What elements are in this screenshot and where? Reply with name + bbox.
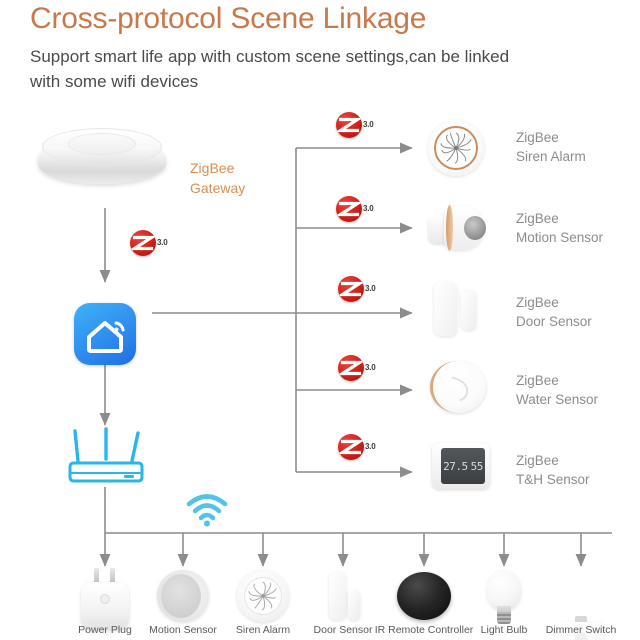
device-label-light-bulb: Light Bulb bbox=[480, 624, 528, 636]
device-label-motion-sensor: Motion Sensor bbox=[149, 624, 217, 636]
zigbee-protocol-badge: 3.0 bbox=[336, 196, 380, 222]
zigbee-version-label: 3.0 bbox=[365, 284, 376, 293]
page-subtitle: Support smart life app with custom scene… bbox=[30, 47, 510, 91]
th-temperature-value: 27.5 bbox=[443, 459, 468, 473]
zigbee-protocol-badge: 3.0 bbox=[130, 230, 174, 256]
zigbee-version-label: 3.0 bbox=[363, 120, 374, 129]
zigbee-version-label: 3.0 bbox=[363, 204, 374, 213]
page-title: Cross-protocol Scene Linkage bbox=[30, 2, 427, 35]
th-sensor-display: 27.5 55 bbox=[441, 448, 485, 484]
motion-sensor-icon bbox=[428, 202, 488, 256]
power-plug-icon bbox=[81, 568, 129, 630]
th-humidity-value: 55 bbox=[470, 459, 484, 473]
device-label-line1: ZigBee bbox=[516, 295, 559, 310]
device-label-line1: ZigBee bbox=[516, 211, 559, 226]
wifi-router-icon bbox=[62, 425, 150, 487]
water-sensor-icon bbox=[430, 361, 486, 413]
zigbee-version-label: 3.0 bbox=[157, 238, 168, 247]
device-label-motion-sensor: ZigBee Motion Sensor bbox=[516, 209, 603, 247]
zigbee-protocol-badge: 3.0 bbox=[338, 355, 382, 381]
device-label-line2: Motion Sensor bbox=[516, 230, 604, 245]
device-label-siren-alarm: ZigBee Siren Alarm bbox=[516, 128, 586, 166]
device-label-th-sensor: ZigBee T&H Sensor bbox=[516, 451, 590, 489]
zigbee-protocol-badge: 3.0 bbox=[338, 434, 382, 460]
door-sensor-icon bbox=[325, 572, 365, 622]
device-label-door-sensor: ZigBee Door Sensor bbox=[516, 293, 592, 331]
zigbee-logo-icon bbox=[338, 355, 364, 381]
ir-remote-icon bbox=[397, 572, 451, 620]
zigbee-protocol-badge: 3.0 bbox=[338, 276, 382, 302]
device-label-water-sensor: ZigBee Water Sensor bbox=[516, 371, 598, 409]
zigbee-protocol-badge: 3.0 bbox=[336, 112, 380, 138]
siren-alarm-icon bbox=[237, 570, 289, 622]
door-sensor-icon bbox=[434, 282, 484, 338]
device-label-power-plug: Power Plug bbox=[78, 624, 132, 636]
wifi-signal-icon bbox=[185, 492, 229, 528]
zigbee-gateway-label-line1: ZigBee bbox=[190, 160, 235, 176]
device-label-siren-alarm: Siren Alarm bbox=[235, 624, 291, 636]
device-label-ir-remote: IR Remote Controller bbox=[374, 624, 474, 636]
motion-sensor-icon bbox=[157, 570, 209, 622]
device-label-line2: Water Sensor bbox=[516, 392, 599, 407]
dimmer-switch-icon bbox=[558, 616, 604, 640]
zigbee-logo-icon bbox=[338, 276, 364, 302]
zigbee-logo-icon bbox=[336, 112, 362, 138]
device-label-line1: ZigBee bbox=[516, 373, 559, 388]
device-label-dimmer-switch: Dimmer Switch bbox=[545, 624, 617, 636]
device-label-line1: ZigBee bbox=[516, 453, 559, 468]
temp-humidity-sensor-icon: 27.5 55 bbox=[432, 443, 490, 489]
zigbee-logo-icon bbox=[130, 230, 156, 256]
device-label-line2: T&H Sensor bbox=[516, 472, 590, 487]
device-label-line2: Siren Alarm bbox=[516, 149, 586, 164]
zigbee-logo-icon bbox=[338, 434, 364, 460]
zigbee-logo-icon bbox=[336, 196, 362, 222]
smart-life-app-icon bbox=[74, 303, 136, 365]
zigbee-gateway-label: ZigBee Gateway bbox=[190, 158, 245, 198]
siren-alarm-icon bbox=[428, 120, 484, 176]
zigbee-gateway-icon bbox=[38, 128, 166, 190]
zigbee-gateway-label-line2: Gateway bbox=[190, 180, 246, 196]
zigbee-version-label: 3.0 bbox=[365, 363, 376, 372]
device-label-line1: ZigBee bbox=[516, 130, 559, 145]
zigbee-version-label: 3.0 bbox=[365, 442, 376, 451]
device-label-line2: Door Sensor bbox=[516, 314, 592, 329]
device-label-door-sensor: Door Sensor bbox=[313, 624, 373, 636]
light-bulb-icon bbox=[479, 570, 529, 626]
